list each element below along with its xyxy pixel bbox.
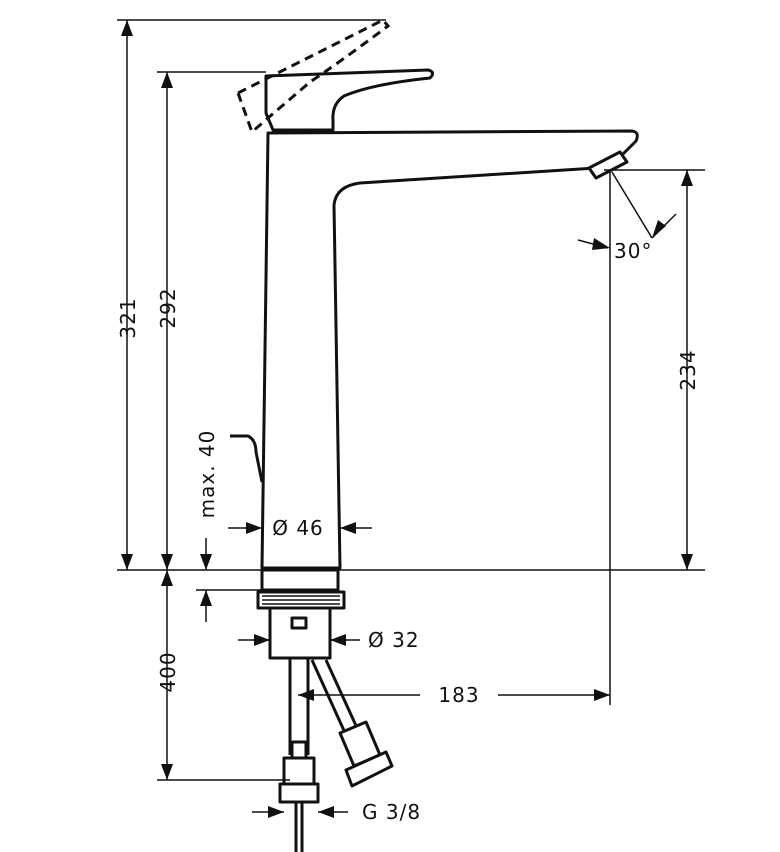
dimension-diameter-46 [228, 522, 372, 534]
hose-connector-1 [282, 756, 316, 788]
label-spout-height: 292 [156, 287, 180, 328]
dimension-292 [161, 72, 173, 570]
hose-connector-2-nut [344, 750, 394, 788]
fixing-assembly [256, 568, 394, 852]
label-total-height: 321 [116, 297, 140, 338]
label-outlet-height: 234 [676, 349, 700, 390]
dimension-183 [298, 689, 610, 701]
lever-raised-dashed [236, 18, 391, 135]
faucet-body [230, 18, 639, 570]
shank-clip [290, 616, 308, 630]
dimension-321 [121, 20, 133, 570]
lever-handle [264, 68, 435, 132]
label-connection-thread: G 3/8 [362, 800, 421, 824]
drain-rod [230, 434, 264, 483]
label-hose-length: 400 [156, 651, 180, 692]
label-spout-reach: 183 [438, 683, 479, 707]
dimension-400 [161, 570, 173, 780]
hose-straight [288, 658, 310, 755]
label-max-deck-thickness: max. 40 [195, 430, 219, 519]
dimension-g38 [252, 806, 348, 818]
label-body-diameter: Ø 46 [272, 516, 324, 540]
shank [268, 606, 332, 660]
hose-ferrule-1 [290, 740, 308, 760]
dimension-angle-30 [577, 213, 677, 250]
extension-lines [117, 19, 705, 781]
label-shank-diameter: Ø 32 [368, 628, 420, 652]
nut-top [260, 568, 340, 592]
hose-connector-1-nut [278, 782, 320, 804]
dimension-234 [681, 170, 693, 570]
aerator [587, 150, 629, 180]
label-outlet-angle: 30° [614, 239, 652, 263]
dimension-max40 [200, 538, 212, 622]
dimension-diameter-32 [238, 634, 360, 646]
faucet-column-and-spout [260, 129, 639, 570]
hose-angled [310, 659, 360, 736]
